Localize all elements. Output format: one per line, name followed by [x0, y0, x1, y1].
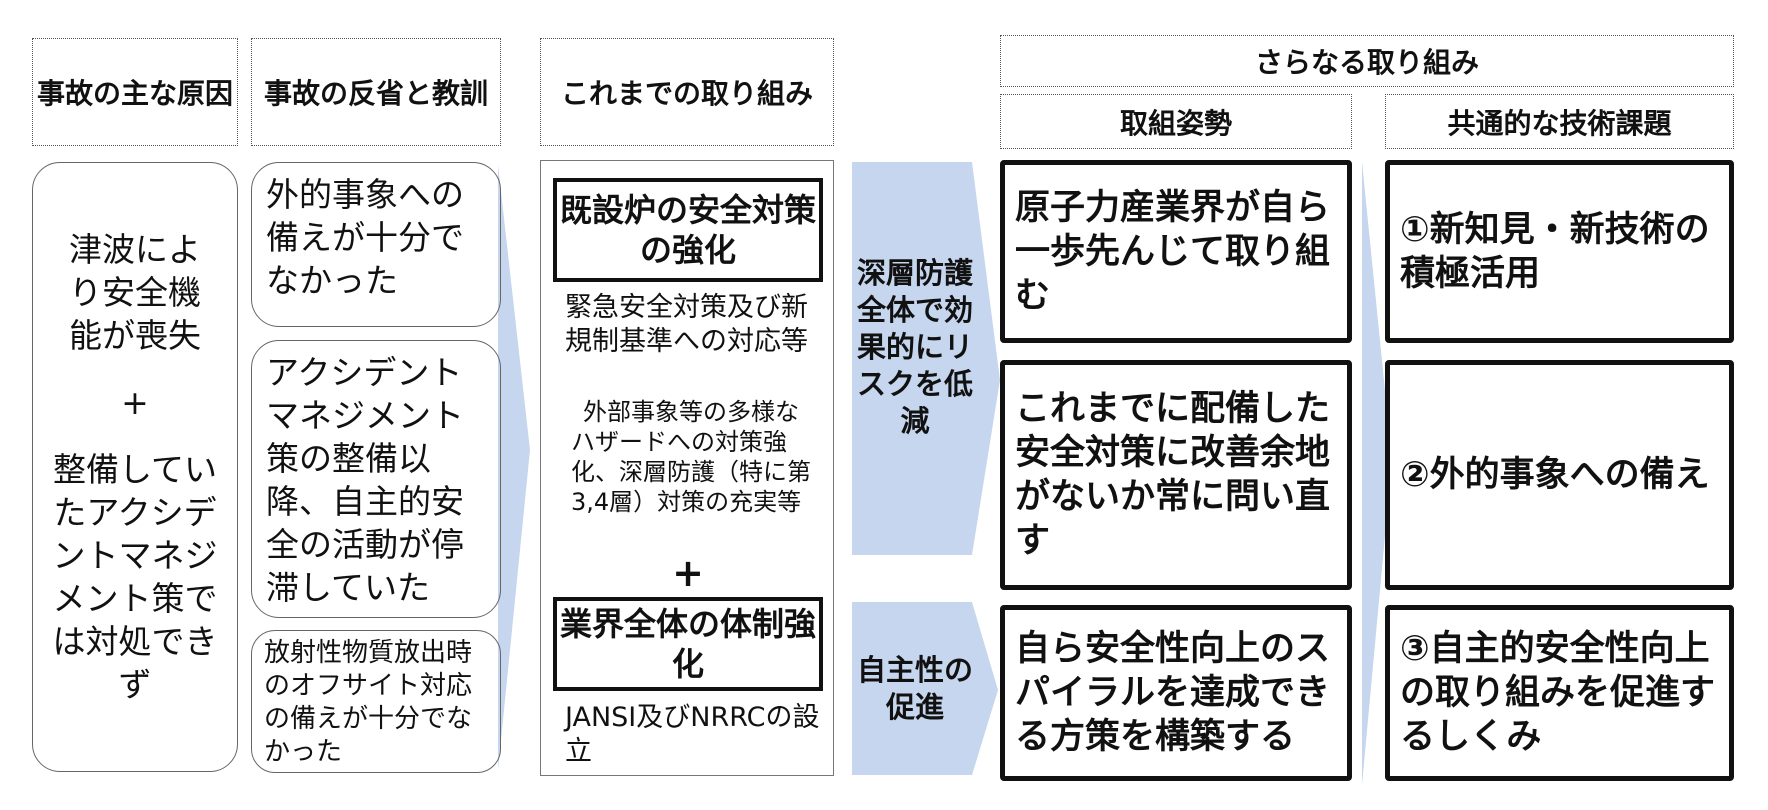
issue-box: ③自主的安全性向上の取り組みを促進するしくみ — [1385, 605, 1734, 781]
header-stance: 取組姿勢 — [1000, 94, 1352, 149]
lesson-item: アクシデントマネジメント策の整備以降、自主的安全の活動が停滞していた — [251, 340, 501, 618]
big-arrow-lower — [852, 602, 998, 775]
efforts-text-jansi: JANSI及びNRRCの設立 — [565, 702, 820, 767]
lesson-item: 放射性物質放出時のオフサイト対応の備えが十分でなかった — [251, 630, 501, 773]
cause-tsunami: 津波により安全機能が喪失 — [69, 230, 201, 355]
lesson-item: 外的事象への備えが十分でなかった — [251, 162, 501, 327]
header-further: さらなる取り組み — [1000, 35, 1734, 87]
big-arrow-upper — [852, 162, 1000, 555]
arrow-label-autonomy: 自主性の促進 — [856, 653, 973, 724]
existing-reactor-box: 既設炉の安全対策の強化 — [553, 178, 823, 282]
efforts-text-hazard: 外部事象等の多様なハザードへの対策強化、深層防護（特に第3,4層）対策の充実等 — [571, 398, 811, 516]
arrow-label-defense-in-depth: 深層防護全体で効果的にリスクを低減 — [856, 256, 973, 438]
issue-box: ①新知見・新技術の積極活用 — [1385, 160, 1734, 343]
header-common-issues: 共通的な技術課題 — [1385, 94, 1734, 149]
efforts-panel: 既設炉の安全対策の強化 緊急安全対策及び新規制基準への対応等 外部事象等の多様な… — [540, 160, 834, 776]
header-causes: 事故の主な原因 — [32, 38, 238, 146]
cause-am-insufficient: 整備していたアクシデントマネジメント策では対処できず — [52, 450, 218, 704]
efforts-text-emergency: 緊急安全対策及び新規制基準への対応等 — [565, 292, 808, 357]
header-efforts: これまでの取り組み — [540, 38, 834, 146]
stance-box: 原子力産業界が自ら一歩先んじて取り組む — [1000, 160, 1352, 343]
chevron-arrow-col2-col3 — [498, 165, 530, 770]
cause-plus: + — [121, 383, 149, 422]
industry-system-box: 業界全体の体制強化 — [553, 597, 823, 691]
efforts-plus: + — [672, 551, 704, 595]
stance-box: これまでに配備した安全対策に改善余地がないか常に問い直す — [1000, 360, 1352, 590]
stance-box: 自ら安全性向上のスパイラルを達成できる方策を構築する — [1000, 605, 1352, 781]
issue-box: ②外的事象への備え — [1385, 360, 1734, 590]
header-lessons: 事故の反省と教訓 — [251, 38, 501, 146]
causes-box: 津波により安全機能が喪失 + 整備していたアクシデントマネジメント策では対処でき… — [32, 162, 238, 772]
chevron-arrow-stance-issue — [1362, 162, 1392, 785]
